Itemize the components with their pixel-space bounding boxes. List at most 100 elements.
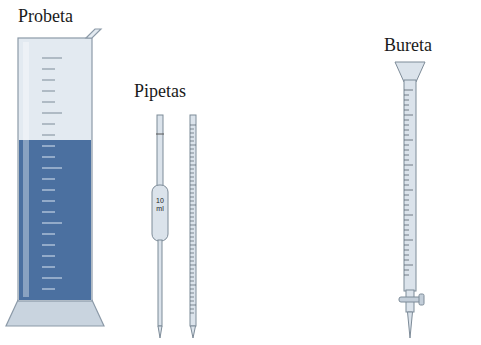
graduation-tick: [404, 155, 409, 156]
graduation-tick: [42, 190, 55, 191]
pipette-graduations: [190, 125, 196, 313]
graduation-tick: [42, 179, 55, 180]
graduation-tick: [190, 205, 196, 206]
graduation-tick: [404, 135, 409, 136]
graduation-tick: [190, 197, 194, 198]
graduation-tick: [190, 305, 196, 306]
graduation-tick: [404, 165, 413, 166]
graduation-tick: [190, 253, 194, 254]
graduation-tick: [404, 265, 413, 266]
graduation-tick: [404, 225, 409, 226]
graduation-tick: [190, 177, 194, 178]
graduation-tick: [190, 129, 194, 130]
graduation-tick: [404, 245, 409, 246]
pipette-bulb: [152, 185, 168, 241]
graduation-tick: [404, 195, 409, 196]
graduation-tick: [404, 190, 413, 191]
graduation-tick: [42, 102, 55, 103]
graduation-tick: [42, 212, 55, 213]
graduation-tick: [42, 157, 55, 158]
graduation-tick: [190, 169, 194, 170]
graduation-tick: [190, 125, 196, 126]
graduation-tick: [42, 146, 55, 147]
graduation-tick: [404, 160, 409, 161]
graduation-tick: [404, 90, 413, 91]
graduation-tick: [404, 125, 409, 126]
burette-tube: [404, 80, 416, 291]
graduated-cylinder: [6, 29, 104, 326]
burette: [395, 62, 425, 338]
graduation-tick: [42, 91, 55, 92]
stopcock-handle: [399, 297, 421, 302]
graduation-tick: [190, 313, 194, 314]
graduation-tick: [190, 277, 194, 278]
graduation-tick: [190, 165, 196, 166]
graduation-tick: [42, 289, 55, 290]
graduation-tick: [404, 235, 409, 236]
graduation-tick: [404, 170, 409, 171]
graduation-tick: [190, 193, 194, 194]
graduation-tick: [404, 130, 409, 131]
graduation-tick: [190, 181, 194, 182]
graduation-tick: [42, 234, 55, 235]
graduation-tick: [190, 297, 194, 298]
graduation-tick: [42, 80, 55, 81]
graduation-tick: [190, 225, 196, 226]
cylinder-base: [6, 300, 104, 326]
graduation-tick: [404, 140, 413, 141]
graduation-tick: [42, 113, 62, 114]
glassware-title: Probeta: [18, 5, 73, 27]
graduation-tick: [190, 189, 194, 190]
graduation-tick: [190, 237, 194, 238]
graduation-tick: [190, 157, 194, 158]
graduation-tick: [190, 261, 194, 262]
pipette-upper-tube: [157, 115, 163, 186]
graduation-tick: [190, 221, 194, 222]
graduation-tick: [42, 135, 55, 136]
pipette-tip: [158, 326, 162, 338]
stopcock-knob: [419, 294, 424, 305]
graduation-tick: [190, 301, 194, 302]
graduation-tick: [42, 69, 55, 70]
graduation-tick: [404, 180, 409, 181]
pipette-tube: [190, 115, 196, 326]
graduation-tick: [42, 245, 55, 246]
graduation-tick: [190, 209, 194, 210]
graduation-tick: [404, 215, 413, 216]
graduated-pipette: [190, 115, 196, 338]
graduation-tick: [190, 149, 194, 150]
graduation-tick: [190, 213, 194, 214]
graduation-tick: [42, 201, 55, 202]
graduation-tick: [404, 205, 409, 206]
cylinder-spout: [86, 29, 101, 38]
graduation-tick: [190, 137, 194, 138]
cylinder-liquid: [19, 140, 91, 300]
graduation-tick: [404, 105, 409, 106]
graduation-tick: [190, 249, 194, 250]
pipette-mark: [156, 134, 164, 135]
pipette-tip: [191, 326, 196, 338]
graduation-tick: [190, 217, 194, 218]
graduation-tick: [404, 230, 409, 231]
graduation-tick: [404, 255, 409, 256]
graduation-tick: [404, 220, 409, 221]
graduation-tick: [42, 278, 62, 279]
glassware-title: Bureta: [384, 34, 432, 56]
graduation-tick: [404, 100, 409, 101]
graduation-tick: [404, 145, 409, 146]
graduation-tick: [404, 150, 409, 151]
graduation-tick: [404, 95, 409, 96]
pipette-lower-tube: [158, 240, 162, 326]
graduation-tick: [190, 145, 196, 146]
graduation-tick: [42, 124, 55, 125]
graduation-tick: [42, 256, 55, 257]
graduation-tick: [190, 233, 194, 234]
graduation-tick: [190, 185, 196, 186]
graduation-tick: [42, 58, 62, 59]
graduation-tick: [190, 309, 194, 310]
graduation-tick: [190, 201, 194, 202]
graduation-tick: [404, 110, 409, 111]
graduation-tick: [42, 267, 55, 268]
graduation-tick: [190, 241, 194, 242]
glass-highlight: [23, 42, 29, 297]
